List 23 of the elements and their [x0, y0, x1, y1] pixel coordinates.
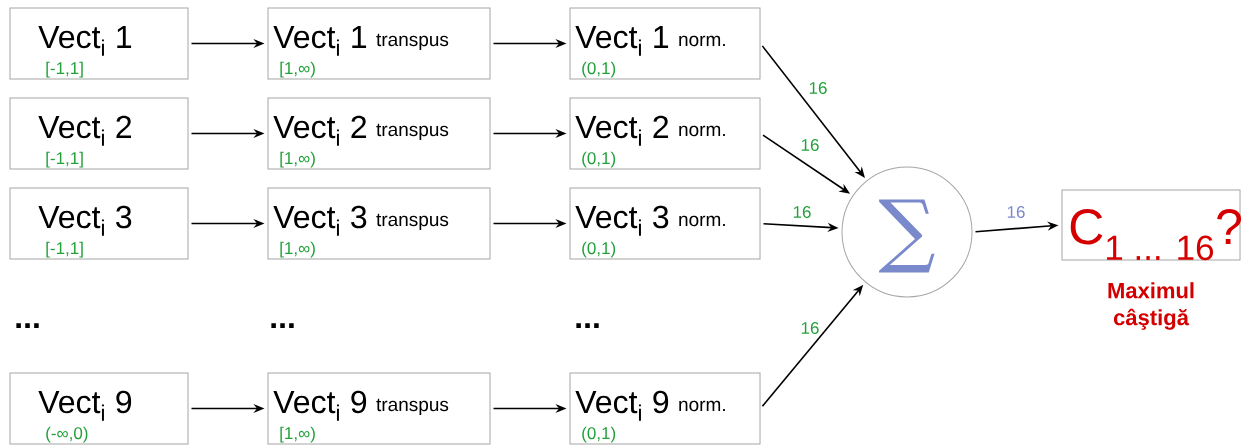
- arrow: [761, 45, 865, 178]
- result-note: Maximul câştigă: [1108, 282, 1194, 330]
- vector-box: Vect$_{i}$ 2 transpus [1,∞): [267, 97, 491, 170]
- edge-label: 16: [793, 206, 811, 219]
- edge-label: 16: [801, 322, 819, 335]
- vector-box: Vect$_{i}$ 3 transpus [1,∞): [267, 187, 491, 260]
- vector-box: Vect$_{i}$ 3 norm. (0,1): [569, 187, 761, 260]
- vector-box: Vect$_{i}$ 1 transpus [1,∞): [267, 7, 491, 80]
- edge-label: 16: [1007, 206, 1025, 219]
- vector-box: Vect$_{i}$ 9 norm. (0,1): [569, 372, 761, 445]
- edge-label: 16: [809, 82, 827, 95]
- ellipsis: ...: [16, 323, 39, 328]
- vector-box: Vect$_{i}$ 2 [-1,1]: [9, 97, 189, 170]
- vector-box: Vect$_{i}$ 1 norm. (0,1): [569, 7, 761, 80]
- ellipsis: ...: [576, 323, 599, 328]
- vector-box: Vect$_{i}$ 9 (-∞,0): [9, 372, 189, 445]
- vector-box: Vect$_{i}$ 2 norm. (0,1): [569, 97, 761, 170]
- vector-box: Vect$_{i}$ 3 [-1,1]: [9, 187, 189, 260]
- vector-box: Vect$_{i}$ 9 transpus [1,∞): [267, 372, 491, 445]
- edge-label: 16: [801, 139, 819, 152]
- result-box: C$_{1 ... 16}$?: [1061, 189, 1242, 261]
- ellipsis: ...: [271, 323, 294, 328]
- vector-box: Vect$_{i}$ 1 [-1,1]: [9, 7, 189, 80]
